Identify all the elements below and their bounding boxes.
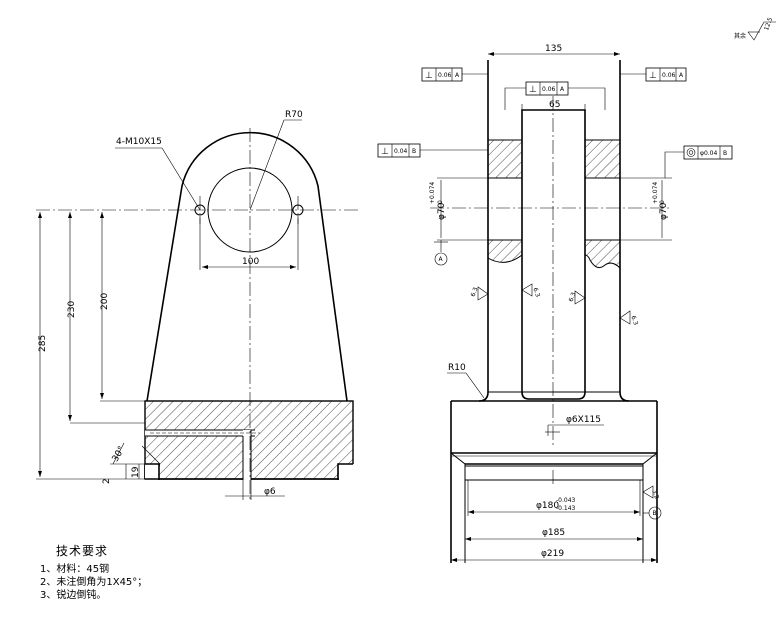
svg-text:0.06: 0.06: [662, 72, 676, 79]
left-hole-label: 4-M10X15: [116, 137, 162, 147]
left-dim-100: 100: [242, 257, 259, 267]
tolerance-frame-center: ⊥ 0.06 A: [504, 81, 606, 110]
left-dim-19: 19: [131, 466, 141, 478]
tolerance-frame-b-perp: ⊥ 0.04 B: [377, 143, 488, 158]
datum-b-marker: [648, 506, 662, 520]
right-dim-185: φ185: [542, 528, 565, 538]
svg-text:B: B: [412, 148, 416, 155]
left-view: R70 4-M10X15 100 285 230 200 30°: [36, 110, 358, 500]
left-dim-2: 2: [102, 478, 112, 484]
right-dim-219: φ219: [541, 549, 564, 559]
svg-text:3.2: 3.2: [650, 489, 660, 501]
svg-text:0.04: 0.04: [394, 148, 408, 155]
svg-text:-0.143: -0.143: [556, 505, 576, 512]
svg-text:+0.074: +0.074: [429, 182, 436, 204]
roughness-63-a: 6.3: [470, 286, 489, 301]
right-hole-phi6: φ6X115: [566, 415, 601, 425]
roughness-value: 12.5: [763, 16, 774, 31]
roughness-32: 3.2: [642, 485, 660, 501]
svg-text:φ0.04: φ0.04: [700, 150, 718, 157]
right-dim-135: 135: [545, 44, 562, 54]
notes-item-2: 2、未注倒角为1X45°；: [40, 577, 148, 588]
right-bore-right-nominal: φ70: [659, 202, 669, 220]
svg-text:6.3: 6.3: [531, 287, 541, 299]
svg-text:6.3: 6.3: [629, 315, 639, 327]
left-dim-200: 200: [100, 293, 110, 310]
right-bore-180: φ180: [536, 501, 559, 511]
svg-text:+0.074: +0.074: [652, 182, 659, 204]
svg-text:0: 0: [659, 200, 666, 204]
left-r70-label: R70: [285, 110, 303, 120]
left-dim-30deg: 30°: [111, 445, 128, 464]
svg-text:⊥: ⊥: [425, 71, 433, 81]
right-bore-left-nominal: φ70: [437, 202, 447, 220]
tolerance-frame-left: ⊥ 0.06 A: [421, 67, 488, 82]
svg-text:A: A: [560, 86, 565, 93]
svg-text:A: A: [455, 72, 460, 79]
roughness-63-c: 6.3: [568, 290, 586, 305]
datum-a-marker: [434, 252, 448, 266]
svg-text:0.06: 0.06: [438, 72, 452, 79]
roughness-63-b: 6.3: [521, 283, 541, 299]
notes-item-1: 1、材料：45钢: [40, 564, 110, 575]
right-dim-65: 65: [549, 100, 560, 110]
notes-item-3: 3、锐边倒钝。: [40, 590, 107, 601]
left-dim-285: 285: [38, 335, 48, 352]
roughness-63-d: 6.3: [619, 310, 639, 327]
svg-text:⊥: ⊥: [529, 85, 537, 95]
svg-text:A: A: [439, 256, 444, 263]
roughness-label: 其余: [734, 32, 746, 40]
svg-text:⊥: ⊥: [381, 147, 389, 157]
svg-text:A: A: [679, 72, 684, 79]
svg-text:0: 0: [437, 200, 444, 204]
technical-requirements: 技术要求 1、材料：45钢 2、未注倒角为1X45°； 3、锐边倒钝。: [40, 542, 147, 602]
svg-text:⊥: ⊥: [649, 71, 657, 81]
roughness-symbol-general: 其余 12.5: [734, 16, 776, 41]
tolerance-frame-b-conc: φ0.04 B: [664, 145, 733, 178]
svg-text:B: B: [653, 510, 657, 517]
svg-text:6.3: 6.3: [568, 291, 578, 303]
svg-text:B: B: [723, 150, 727, 157]
tolerance-frame-right: ⊥ 0.06 A: [620, 67, 687, 82]
right-view: 135 65 ⊥ 0.06 A ⊥ 0.06 A: [377, 44, 733, 563]
left-dim-phi6: φ6: [264, 487, 276, 497]
svg-text:0.06: 0.06: [542, 86, 556, 93]
svg-text:-0.043: -0.043: [556, 497, 576, 504]
notes-title: 技术要求: [56, 544, 109, 558]
right-r10-label: R10: [448, 363, 466, 373]
svg-text:6.3: 6.3: [470, 286, 480, 298]
left-dim-230: 230: [67, 301, 77, 318]
